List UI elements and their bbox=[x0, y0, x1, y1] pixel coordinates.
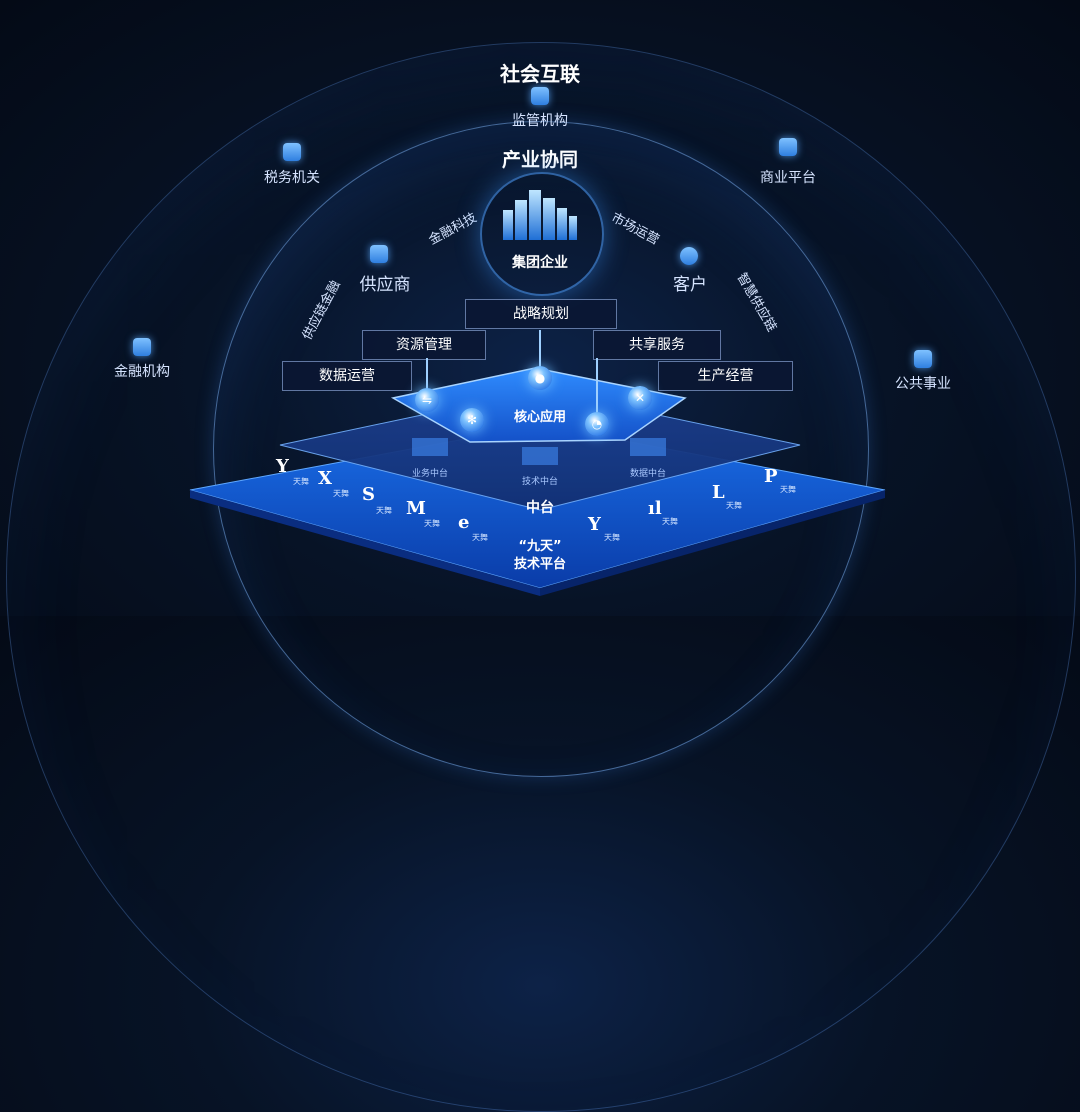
fan-icon: ✻ bbox=[460, 408, 484, 432]
building-icon bbox=[531, 87, 549, 105]
social-connect-title: 社会互联 bbox=[500, 62, 580, 86]
tools-icon: ✕ bbox=[628, 386, 652, 410]
city-buildings-icon bbox=[503, 190, 577, 240]
product-logo-tag: 天舞 bbox=[376, 506, 392, 515]
commerce-label: 商业平台 bbox=[760, 170, 816, 186]
product-logo-icon: ıl bbox=[648, 498, 662, 519]
biz-mid-label: 业务中台 bbox=[411, 469, 448, 479]
regulator-label: 监管机构 bbox=[512, 113, 568, 129]
pie-chart-icon: ◔ bbox=[585, 412, 609, 436]
platform-layers bbox=[189, 330, 886, 596]
lightbulb-icon: ● bbox=[528, 366, 552, 390]
production-box: 生产经营 bbox=[658, 361, 793, 391]
tax-label: 税务机关 bbox=[264, 170, 320, 186]
jiutian-label: “九天” bbox=[518, 539, 562, 554]
product-logo-icon: X bbox=[318, 468, 332, 489]
supplier-label: 供应商 bbox=[359, 275, 411, 295]
customer-icon bbox=[680, 247, 698, 265]
tax-icon bbox=[283, 143, 301, 161]
product-logo-icon: P bbox=[764, 466, 778, 487]
data-mid-label: 数据中台 bbox=[629, 469, 666, 479]
finance-inst-label: 金融机构 bbox=[114, 364, 170, 380]
customer-label: 客户 bbox=[673, 275, 707, 295]
product-logo-icon: e bbox=[458, 512, 470, 533]
bank-icon bbox=[133, 338, 151, 356]
tech-mid-label: 技术中台 bbox=[521, 477, 558, 487]
data-ops-box: 数据运营 bbox=[282, 361, 412, 391]
product-logo-tag: 天舞 bbox=[662, 517, 678, 526]
globe-icon bbox=[914, 350, 932, 368]
product-logo-tag: 天舞 bbox=[293, 477, 309, 486]
product-logo-tag: 天舞 bbox=[780, 485, 796, 494]
product-logo-icon: Y bbox=[276, 456, 289, 477]
product-logo-icon: L bbox=[712, 482, 725, 503]
middle-platform-label: 中台 bbox=[526, 500, 554, 516]
product-logo-tag: 天舞 bbox=[604, 533, 620, 542]
product-logo-tag: 天舞 bbox=[726, 501, 742, 510]
strategy-box: 战略规划 bbox=[465, 299, 617, 329]
resource-box: 资源管理 bbox=[362, 330, 486, 360]
share-icon: ⇋ bbox=[415, 388, 439, 412]
public-label: 公共事业 bbox=[895, 376, 951, 392]
product-logo-icon: M bbox=[406, 498, 426, 519]
product-logo-icon: S bbox=[362, 484, 375, 505]
core-apps-label: 核心应用 bbox=[513, 410, 566, 425]
tech-platform-label: 技术平台 bbox=[513, 557, 566, 572]
supplier-icon bbox=[370, 245, 388, 263]
product-logo-icon: Y bbox=[588, 514, 601, 535]
group-enterprise-label: 集团企业 bbox=[512, 255, 568, 271]
group-halo bbox=[480, 172, 604, 296]
product-logo-tag: 天舞 bbox=[472, 533, 488, 542]
product-logo-tag: 天舞 bbox=[424, 519, 440, 528]
commerce-icon bbox=[779, 138, 797, 156]
product-logo-tag: 天舞 bbox=[333, 489, 349, 498]
industry-collab-title: 产业协同 bbox=[501, 149, 578, 171]
shared-services-box: 共享服务 bbox=[593, 330, 721, 360]
